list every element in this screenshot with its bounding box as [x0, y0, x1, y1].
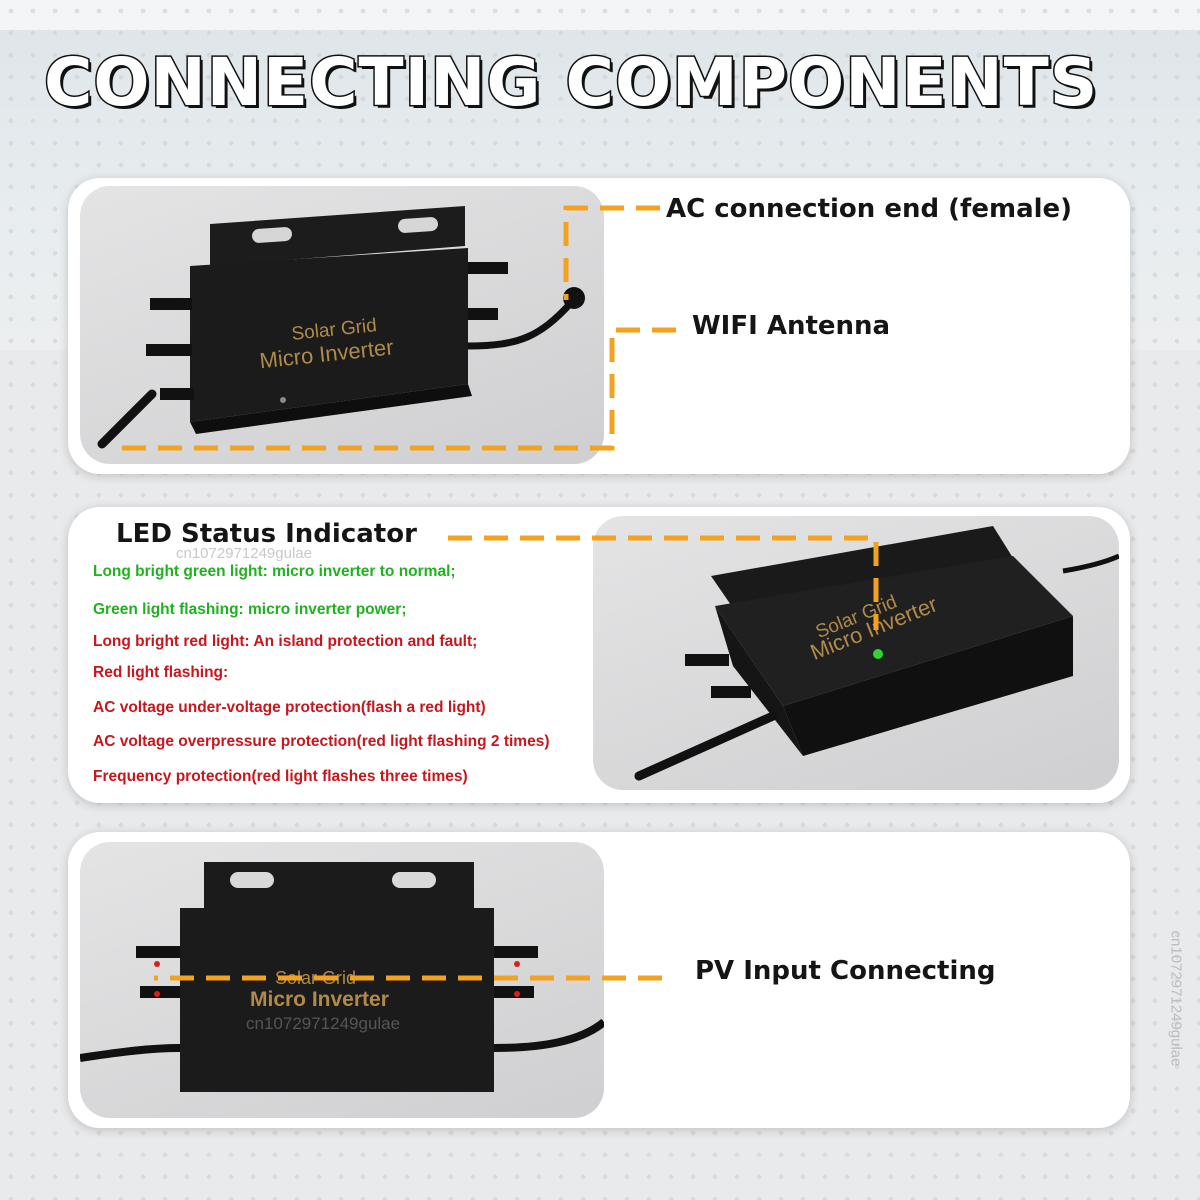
led-status-item: Long bright red light: An island protect…: [93, 633, 478, 650]
led-status-item: AC voltage under-voltage protection(flas…: [93, 699, 486, 716]
led-status-item: Frequency protection(red light flashes t…: [93, 768, 468, 785]
svg-text:Solar Grid: Solar Grid: [275, 968, 356, 988]
inverter-illustration: Solar Grid Micro Inverter: [97, 206, 585, 449]
led-indicator: [873, 649, 883, 659]
watermark-mid: cn1072971249gulae: [176, 545, 312, 562]
watermark-right: cn1072971249gulae: [1167, 930, 1185, 1067]
inverter-photo-led: Solar Grid Micro Inverter: [593, 516, 1119, 790]
inverter-photo-front: Solar Grid Micro Inverter: [80, 842, 604, 1118]
page-title: CONNECTING COMPONENTS: [43, 43, 1099, 123]
callout-ac-connection: AC connection end (female): [666, 194, 1073, 224]
watermark-bottom: cn1072971249gulae: [246, 1014, 401, 1033]
led-status-item: Long bright green light: micro inverter …: [93, 563, 456, 580]
led-status-heading: LED Status Indicator: [116, 519, 417, 549]
callout-pv-input: PV Input Connecting: [695, 956, 996, 986]
svg-text:Micro Inverter: Micro Inverter: [250, 988, 389, 1011]
led-status-item: AC voltage overpressure protection(red l…: [93, 733, 550, 750]
callout-wifi-antenna: WIFI Antenna: [692, 311, 891, 341]
inverter-photo-top: Solar Grid Micro Inverter: [80, 186, 604, 464]
inverter-illustration-angled: Solar Grid Micro Inverter: [634, 526, 1119, 781]
led-status-item: Green light flashing: micro inverter pow…: [93, 601, 407, 618]
led-status-item: Red light flashing:: [93, 664, 229, 681]
inverter-illustration-front: Solar Grid Micro Inverter: [80, 862, 604, 1092]
